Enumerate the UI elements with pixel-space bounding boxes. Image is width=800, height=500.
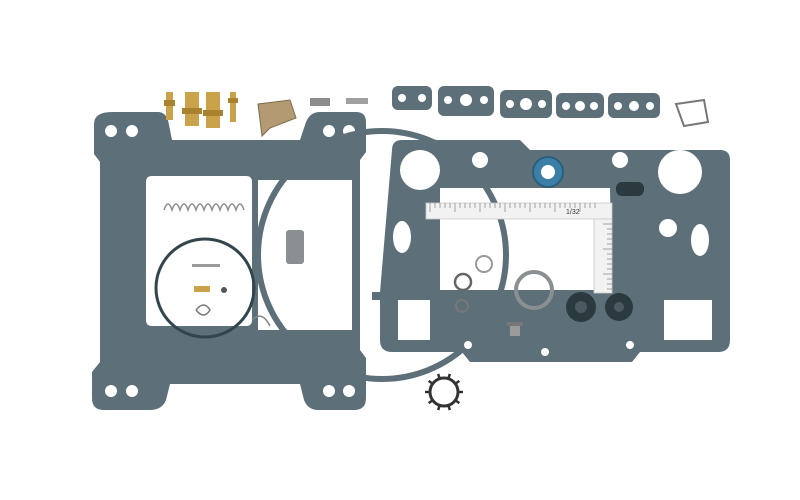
small-bolt <box>507 322 523 336</box>
small-o-rings <box>453 255 554 313</box>
rubber-boots <box>566 292 633 322</box>
blue-lip-seal-center <box>541 165 555 179</box>
star-lock-washer <box>425 373 463 411</box>
ruler-scale-label: 1/32 <box>566 209 580 216</box>
washer-tooth <box>447 373 452 380</box>
small-gaskets-row <box>392 86 660 118</box>
brass-needle-seats <box>164 92 238 128</box>
metal-clips <box>257 98 710 138</box>
air-cleaner-ring-gasket <box>255 128 509 382</box>
air-horn-gasket <box>372 140 730 362</box>
springs-and-small-parts <box>163 203 271 327</box>
washer-tooth <box>427 379 434 385</box>
black-plug <box>616 182 644 196</box>
washer-tooth <box>436 404 441 411</box>
rubber-block <box>286 230 304 264</box>
washer-tooth <box>454 379 461 385</box>
washer-tooth <box>427 399 434 405</box>
washer-tooth <box>436 373 441 380</box>
washer-tooth <box>454 399 461 405</box>
small-o-ring <box>154 237 256 339</box>
washer-tooth <box>447 404 452 411</box>
base-plate-gasket <box>92 112 366 410</box>
measuring-ruler: 1/32 <box>425 202 613 294</box>
